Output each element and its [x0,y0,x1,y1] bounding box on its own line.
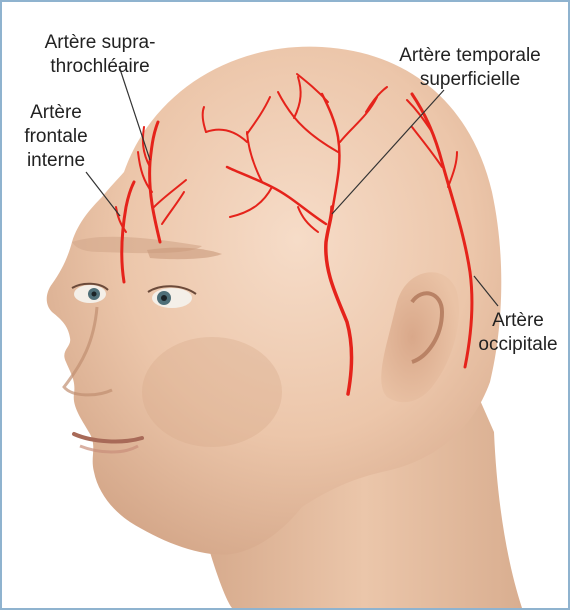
label-temporale-line2: superficielle [420,69,520,90]
label-occipitale-line2: occipitale [478,334,557,355]
label-supratrochleaire-line2: throchléaire [50,56,149,77]
label-supratrochleaire-line1: Artère supra- [45,32,156,53]
label-temporale-line1: Artère temporale [399,45,541,66]
label-frontale-line2: frontale [24,126,87,147]
label-frontale-line1: Artère [30,102,82,123]
cheek-shadow [142,337,282,447]
leader-supratrochleaire [119,66,150,160]
label-occipitale-line1: Artère [492,310,544,331]
label-frontale-line3: interne [27,150,85,171]
